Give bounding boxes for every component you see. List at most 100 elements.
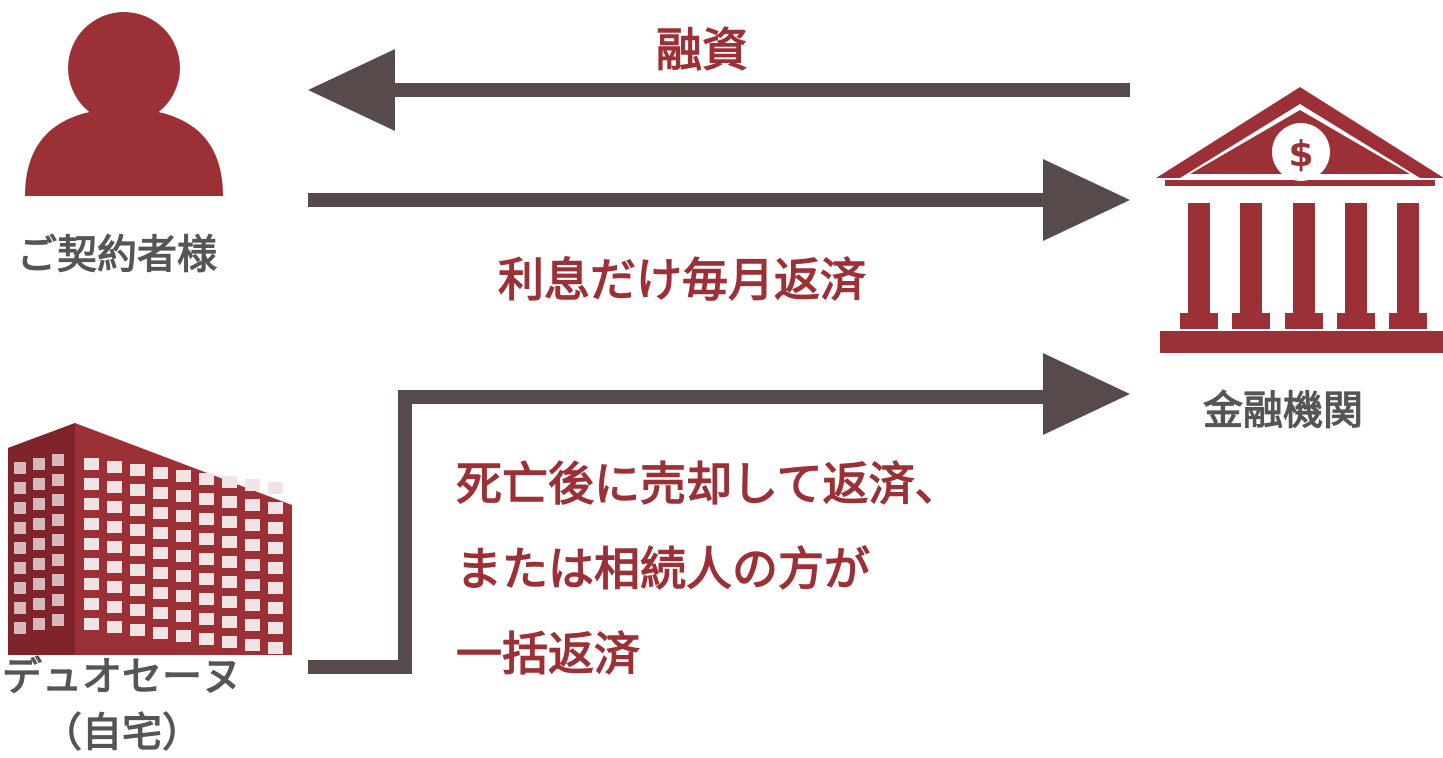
- building-window: [222, 536, 237, 548]
- building-window: [33, 558, 45, 570]
- building-window: [153, 487, 168, 499]
- building-window: [176, 590, 191, 602]
- building-window: [268, 622, 283, 634]
- building-window: [14, 502, 26, 514]
- building-window: [268, 562, 283, 574]
- building-window: [33, 518, 45, 530]
- apartment-building-icon: [8, 423, 292, 655]
- building-window: [199, 473, 214, 485]
- building-window: [84, 598, 99, 610]
- building-window: [130, 564, 145, 576]
- building-window: [14, 462, 26, 474]
- property-label: デュオセーヌ: [2, 653, 242, 700]
- building-window: [176, 490, 191, 502]
- building-window: [153, 467, 168, 479]
- building-window: [33, 478, 45, 490]
- building-window: [176, 470, 191, 482]
- building-window: [84, 558, 99, 570]
- building-window: [14, 562, 26, 574]
- building-window: [222, 496, 237, 508]
- building-window: [222, 636, 237, 648]
- building-window: [153, 547, 168, 559]
- building-window: [153, 507, 168, 519]
- bank-icon: $: [1156, 87, 1443, 353]
- building-window: [52, 494, 64, 506]
- building-window: [245, 539, 260, 551]
- building-window: [268, 482, 283, 494]
- building-window: [52, 514, 64, 526]
- building-window: [199, 613, 214, 625]
- building-window: [176, 630, 191, 642]
- building-window: [84, 498, 99, 510]
- building-window: [268, 522, 283, 534]
- building-window: [153, 587, 168, 599]
- settlement-label-line1: 死亡後に売却して返済、: [456, 457, 961, 511]
- building-window: [52, 554, 64, 566]
- building-window: [245, 499, 260, 511]
- building-window: [153, 627, 168, 639]
- building-window: [130, 524, 145, 536]
- building-window: [33, 618, 45, 630]
- building-window: [107, 621, 122, 633]
- bank-label: 金融機関: [1203, 387, 1363, 434]
- building-window: [130, 624, 145, 636]
- building-window: [176, 610, 191, 622]
- settlement-label-line2: または相続人の方が: [456, 542, 870, 596]
- building-window: [107, 601, 122, 613]
- building-window: [107, 561, 122, 573]
- building-window: [107, 501, 122, 513]
- building-window: [130, 504, 145, 516]
- building-window: [84, 578, 99, 590]
- building-window: [153, 607, 168, 619]
- building-window: [199, 553, 214, 565]
- bank-column: [1345, 203, 1367, 313]
- interest-arrow: [308, 159, 1130, 241]
- building-window: [130, 484, 145, 496]
- building-window: [52, 454, 64, 466]
- building-window: [268, 602, 283, 614]
- building-window: [245, 579, 260, 591]
- building-window: [199, 573, 214, 585]
- building-window: [222, 576, 237, 588]
- building-window: [130, 604, 145, 616]
- building-window: [107, 541, 122, 553]
- building-window: [14, 622, 26, 634]
- interest-label: 利息だけ毎月返済: [498, 253, 866, 307]
- building-window: [33, 458, 45, 470]
- bank-column: [1240, 203, 1262, 313]
- building-window: [199, 593, 214, 605]
- building-window: [176, 530, 191, 542]
- building-window: [245, 519, 260, 531]
- building-window: [222, 556, 237, 568]
- loan-label: 融資: [656, 23, 748, 77]
- building-window: [268, 642, 283, 654]
- building-window: [14, 522, 26, 534]
- property-sublabel: （自宅）: [42, 709, 202, 756]
- bank-column: [1397, 203, 1419, 313]
- building-window: [153, 527, 168, 539]
- building-window: [52, 594, 64, 606]
- building-window: [199, 513, 214, 525]
- building-window: [199, 633, 214, 645]
- building-window: [14, 542, 26, 554]
- building-window: [107, 581, 122, 593]
- building-window: [176, 550, 191, 562]
- building-window: [33, 578, 45, 590]
- building-window: [245, 599, 260, 611]
- building-window: [268, 582, 283, 594]
- building-window: [245, 479, 260, 491]
- building-window: [84, 518, 99, 530]
- building-window: [222, 596, 237, 608]
- building-window: [52, 574, 64, 586]
- building-window: [268, 502, 283, 514]
- building-window: [33, 538, 45, 550]
- building-window: [245, 559, 260, 571]
- building-window: [84, 618, 99, 630]
- building-window: [222, 616, 237, 628]
- settlement-arrow: [308, 353, 1130, 674]
- building-window: [52, 614, 64, 626]
- building-window: [130, 544, 145, 556]
- building-window: [84, 538, 99, 550]
- building-window: [176, 570, 191, 582]
